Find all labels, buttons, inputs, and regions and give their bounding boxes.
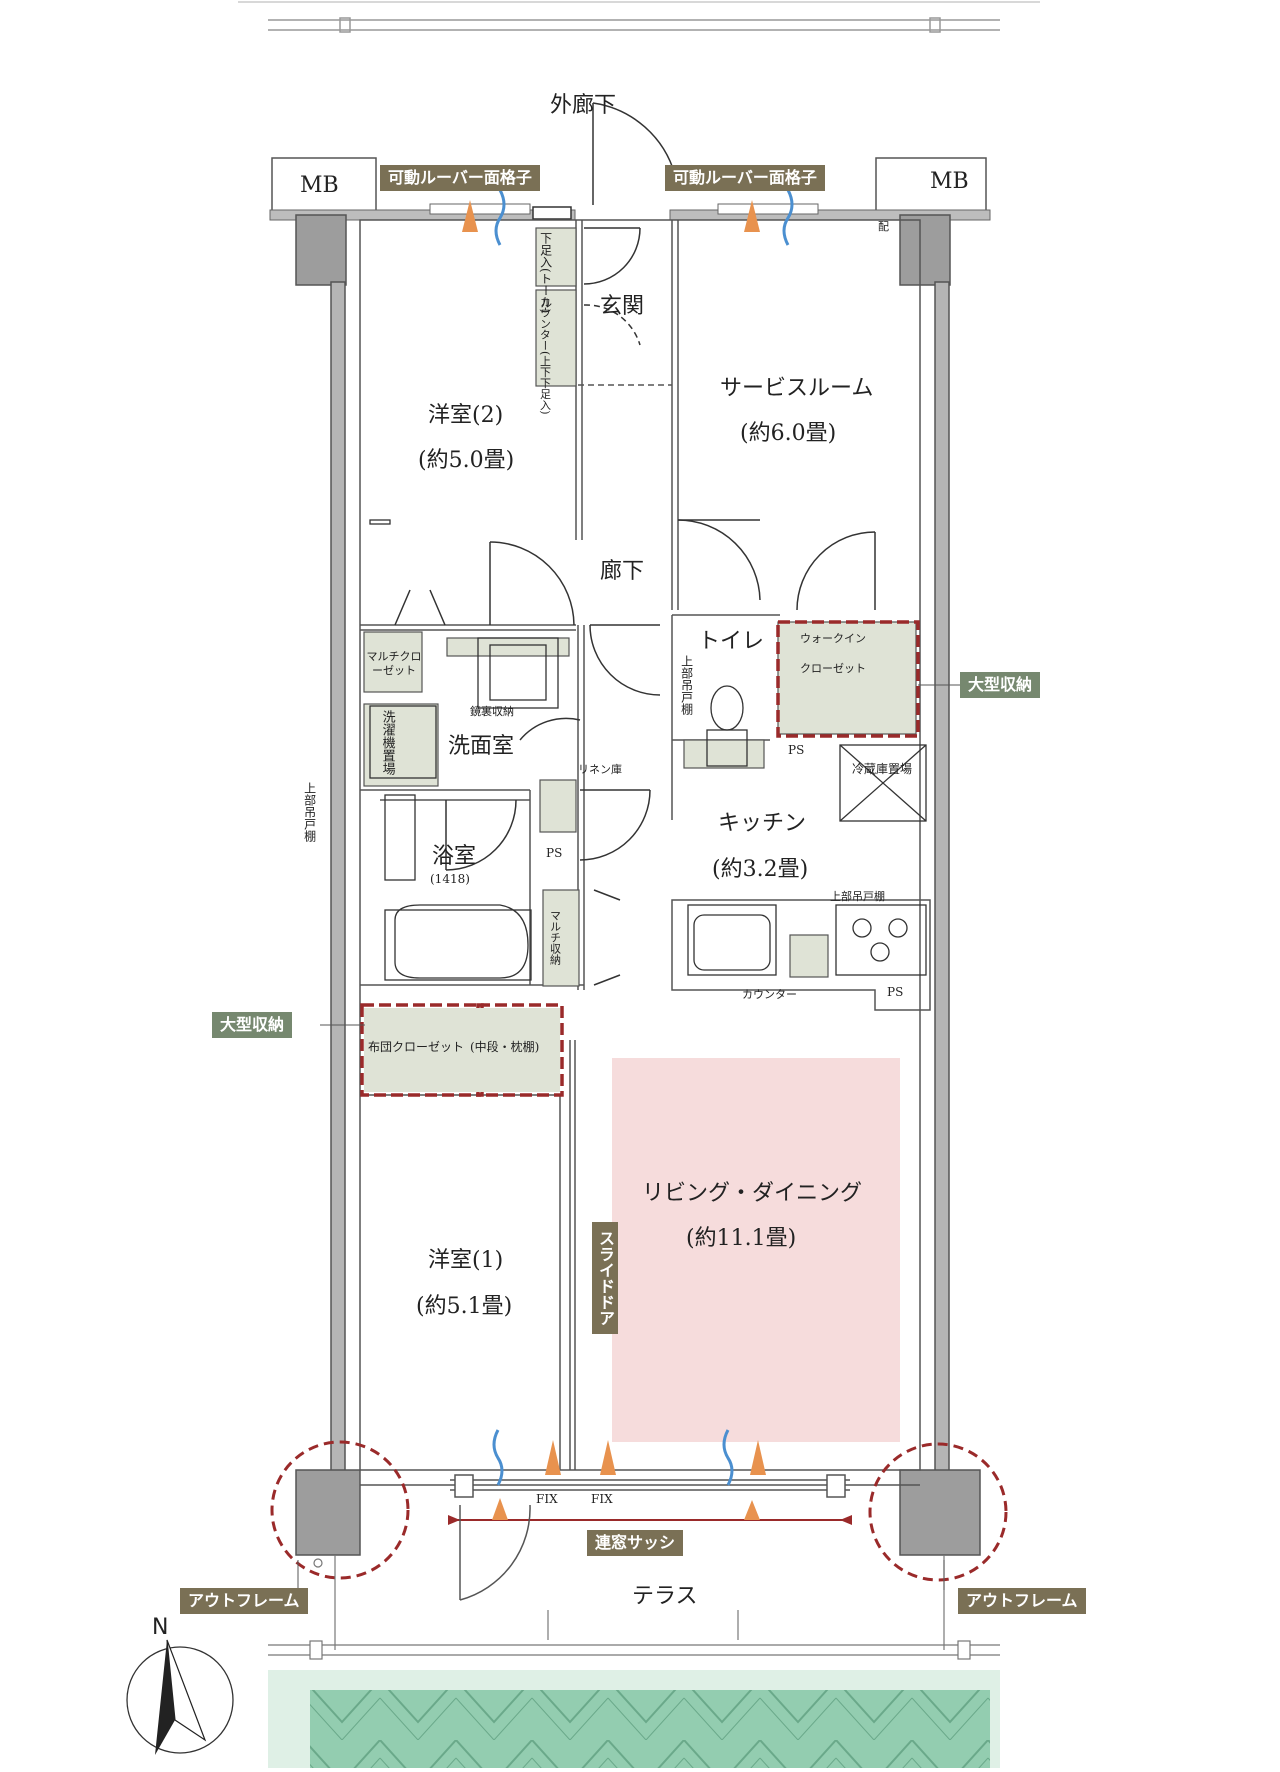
upper-shelf-left-label: 上部吊戸棚 <box>302 782 317 842</box>
landscape-band <box>268 1670 1000 1768</box>
service-room-name: サービスルーム <box>720 376 874 401</box>
fix-left-label: FIX <box>536 1492 558 1506</box>
bath-size: (1418) <box>430 872 470 886</box>
mb-boxes <box>271 157 987 213</box>
corridor-outside-label: 外廊下 <box>550 93 617 118</box>
storage-fill-left <box>364 1008 560 1092</box>
futon-mid-label: (中段・枕棚) <box>470 1040 540 1054</box>
living-name: リビング・ダイニング <box>642 1181 863 1206</box>
north-label: N <box>152 1615 169 1640</box>
ps-bath-label: PS <box>546 846 563 860</box>
kitchen-name: キッチン <box>718 811 807 836</box>
large-storage-right-tag: 大型収納 <box>960 672 1041 698</box>
top-balcony-edge <box>238 1 1040 33</box>
louver-right-tag: 可動ルーバー面格子 <box>665 165 825 191</box>
large-storage-left-tag: 大型収納 <box>212 1012 293 1038</box>
outframe-right-tag: アウトフレーム <box>958 1588 1086 1614</box>
terrace-lines <box>268 1555 1000 1660</box>
western2-size: (約5.0畳) <box>418 448 515 473</box>
mirror-storage-label: 鏡裏収納 <box>470 705 514 718</box>
fridge-label: 冷蔵庫置場 <box>852 762 913 776</box>
mb-right-label: MB <box>930 169 969 194</box>
hallway-label: 廊下 <box>600 559 645 584</box>
bath-name: 浴室 <box>432 844 477 869</box>
western1-size: (約5.1畳) <box>416 1294 513 1319</box>
living-size: (約11.1畳) <box>686 1226 797 1251</box>
kitchen-size: (約3.2畳) <box>712 857 809 882</box>
entrance-door <box>532 102 676 220</box>
western2-name: 洋室(2) <box>428 403 504 428</box>
bottom-sash <box>360 1474 920 1601</box>
terrace-label: テラス <box>632 1584 698 1609</box>
futon-closet-label: 布団クローゼット <box>368 1040 465 1054</box>
counter-label: カウンター <box>742 988 797 1001</box>
toilet-label: トイレ <box>698 629 765 654</box>
service-room-size: (約6.0畳) <box>740 421 837 446</box>
door-swings <box>394 227 876 986</box>
tag-connectors <box>297 684 960 1590</box>
fixtures <box>369 519 927 981</box>
linen-label: リネン庫 <box>578 763 622 776</box>
washroom-label: 洗面室 <box>448 734 515 759</box>
walkin-line1: ウォークイン <box>800 632 866 645</box>
kitchen-shelf-label: 上部吊戸棚 <box>830 890 885 903</box>
fix-right-label: FIX <box>591 1492 613 1506</box>
multi-storage-label: マルチ収納 <box>548 910 562 965</box>
ps-kitchen-label: PS <box>887 985 904 999</box>
walkin-line2: クローゼット <box>800 662 866 675</box>
louver-left-tag: 可動ルーバー面格子 <box>380 165 540 191</box>
pipe-mark: 配 <box>878 220 889 233</box>
ventilation-arrows <box>462 189 794 1520</box>
outframe-circles <box>270 1440 1008 1582</box>
mb-left-label: MB <box>300 173 339 198</box>
shoe-counter-label: カウンター(上下下足入) <box>538 296 552 415</box>
multi-closet-label: マルチクローゼット <box>366 650 422 677</box>
sash-tag: 連窓サッシ <box>587 1530 684 1556</box>
washer-place-label: 洗濯機置場 <box>379 710 395 775</box>
ps-toilet-label: PS <box>788 743 805 757</box>
slide-door-tag: スライドドア <box>592 1222 618 1334</box>
entrance-label: 玄関 <box>600 294 645 319</box>
outframe-left-tag: アウトフレーム <box>180 1588 308 1614</box>
outer-walls <box>295 214 981 1556</box>
shoe-upper-label: 下足入(トール) <box>538 232 553 314</box>
toilet-shelf-label: 上部吊戸棚 <box>679 655 694 715</box>
western1-name: 洋室(1) <box>428 1248 504 1273</box>
living-dining-highlight <box>612 1058 900 1442</box>
north-arrow <box>126 1639 234 1755</box>
